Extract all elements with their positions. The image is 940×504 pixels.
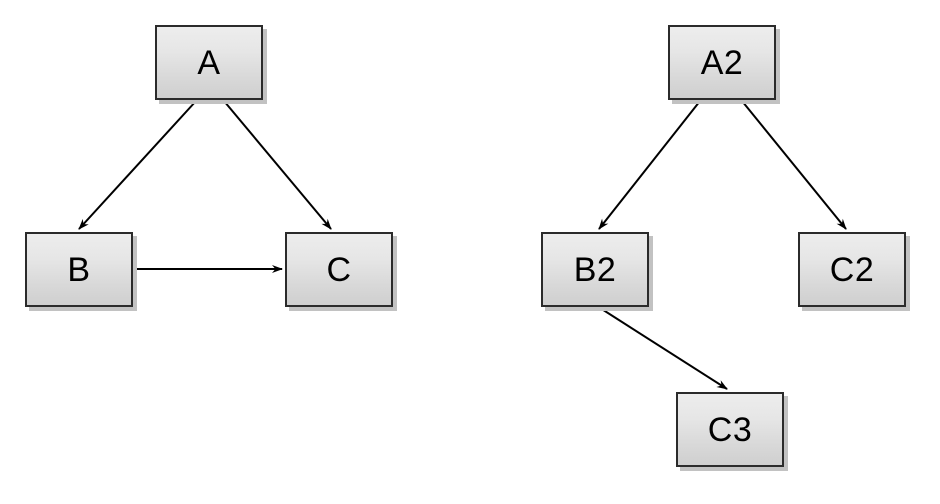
node-label: C3 bbox=[707, 410, 753, 449]
node-c3[interactable]: C3 bbox=[676, 392, 784, 467]
edge-a2-to-b2 bbox=[598, 100, 701, 230]
node-label: A bbox=[197, 43, 221, 82]
node-label: C bbox=[326, 250, 352, 289]
edge-b2-to-c3 bbox=[596, 305, 728, 390]
edge-group bbox=[78, 100, 847, 390]
edge-a2-to-c2 bbox=[741, 100, 847, 230]
node-a[interactable]: A bbox=[155, 25, 263, 100]
node-label: B bbox=[67, 250, 91, 289]
node-label: A2 bbox=[700, 43, 744, 82]
node-a2[interactable]: A2 bbox=[668, 25, 776, 100]
node-b[interactable]: B bbox=[25, 232, 133, 307]
edge-a-to-c bbox=[223, 100, 332, 230]
node-c2[interactable]: C2 bbox=[798, 232, 906, 307]
node-c[interactable]: C bbox=[285, 232, 393, 307]
node-label: B2 bbox=[573, 250, 617, 289]
node-b2[interactable]: B2 bbox=[541, 232, 649, 307]
node-label: C2 bbox=[829, 250, 875, 289]
edge-a-to-b bbox=[78, 100, 197, 230]
